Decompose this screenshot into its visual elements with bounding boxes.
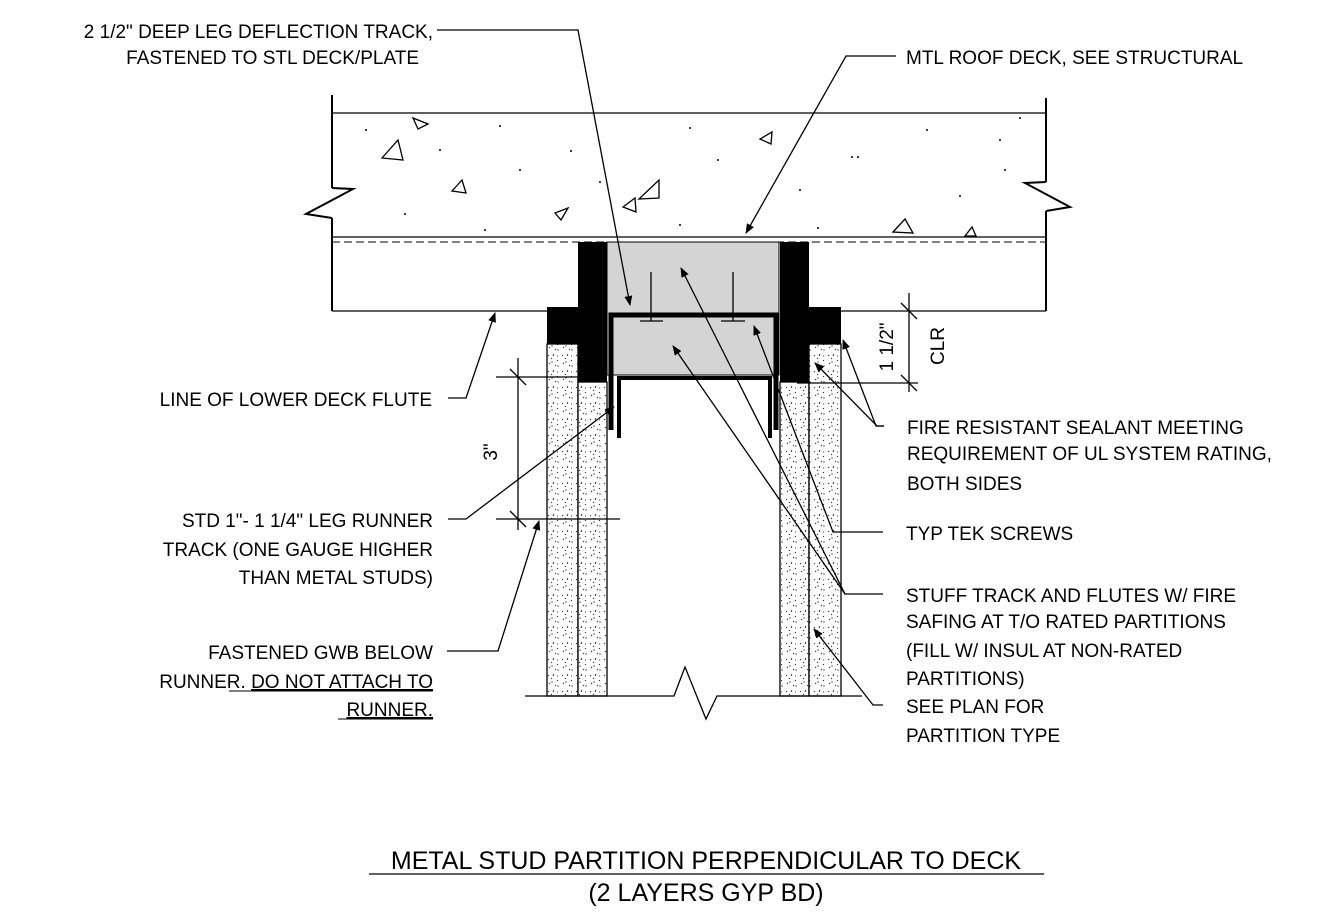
sealant-label-line1: FIRE RESISTANT SEALANT MEETING	[907, 418, 1244, 439]
gwb-label-line3: RUNNER.	[346, 700, 433, 721]
roof-deck-label: MTL ROOF DECK, SEE STRUCTURAL	[906, 48, 1243, 69]
gwb-label-runner: RUNNER.	[159, 672, 246, 693]
gwb-label-line1: FASTENED GWB BELOW	[208, 643, 433, 664]
gwb-label-warning: DO NOT ATTACH TO	[251, 672, 433, 693]
dimension-3-text: 3"	[481, 443, 502, 460]
dimension-clearance	[797, 293, 918, 392]
sealant-label-line2: REQUIREMENT OF UL SYSTEM RATING,	[907, 444, 1272, 465]
safing-label-line1: STUFF TRACK AND FLUTES W/ FIRE	[906, 586, 1236, 607]
concrete-slab	[302, 95, 1074, 312]
safing-label-line2: SAFING AT T/O RATED PARTITIONS	[906, 612, 1226, 633]
tek-screws	[640, 272, 745, 322]
break-line	[525, 665, 862, 721]
plan-label-line2: PARTITION TYPE	[906, 726, 1060, 747]
runner-track	[617, 376, 772, 438]
dimension-3-inch	[496, 358, 620, 530]
deflection-track-label-line1: 2 1/2" DEEP LEG DEFLECTION TRACK,	[84, 22, 433, 43]
sealant-right	[780, 242, 841, 382]
deflection-track	[608, 312, 779, 430]
gwb-label-line2: RUNNER. DO NOT ATTACH TO	[159, 672, 433, 693]
gypsum-board-layers	[546, 343, 842, 697]
lower-flute-label: LINE OF LOWER DECK FLUTE	[160, 390, 432, 411]
sealant-left	[547, 242, 607, 382]
runner-label-line1: STD 1"- 1 1/4" LEG RUNNER	[182, 511, 433, 532]
tek-screws-label: TYP TEK SCREWS	[906, 524, 1073, 545]
runner-label-line3: THAN METAL STUDS)	[239, 568, 433, 589]
drawing-subtitle: (2 LAYERS GYP BD)	[588, 879, 823, 907]
plan-label-line1: SEE PLAN FOR	[906, 697, 1044, 718]
dimension-clr-text: CLR	[928, 327, 949, 365]
drawing-title: METAL STUD PARTITION PERPENDICULAR TO DE…	[391, 847, 1022, 875]
safing-label-line4: PARTITIONS)	[906, 669, 1025, 690]
fire-safing	[606, 241, 780, 376]
deflection-track-label-line2: FASTENED TO STL DECK/PLATE	[126, 48, 419, 69]
leader-lines	[437, 29, 896, 706]
safing-label-line3: (FILL W/ INSUL AT NON-RATED	[906, 641, 1182, 662]
runner-label-line2: TRACK (ONE GAUGE HIGHER	[163, 540, 433, 561]
sealant-label-line3: BOTH SIDES	[907, 474, 1022, 495]
dimension-clearance-text: 1 1/2"	[877, 322, 898, 371]
